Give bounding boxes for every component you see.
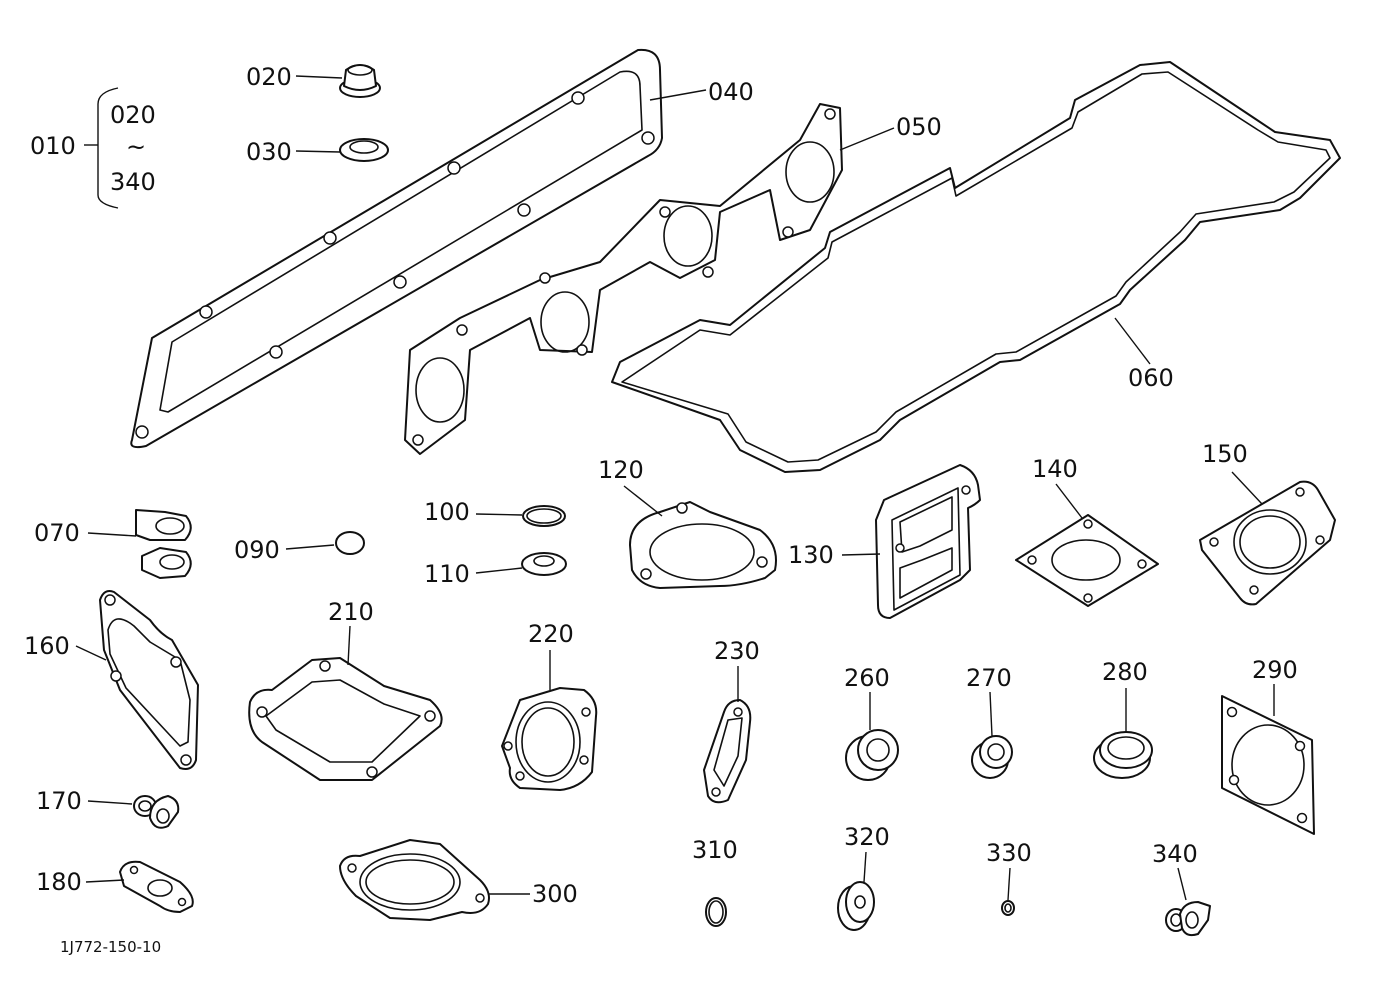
callout-110: 110	[424, 560, 470, 588]
callout-120: 120	[598, 456, 644, 484]
part-140-gasket: 140	[1015, 455, 1159, 607]
part-210-gasket: 210	[248, 598, 443, 781]
callout-050: 050	[896, 113, 942, 141]
callout-010: 010	[30, 132, 76, 160]
callout-290: 290	[1252, 656, 1298, 684]
callout-260: 260	[844, 664, 890, 692]
part-110-washer: 110	[424, 552, 567, 588]
callout-170: 170	[36, 787, 82, 815]
callout-010-from: 020	[110, 101, 156, 129]
callout-300: 300	[532, 880, 578, 908]
part-070-washer-pair: 070	[34, 509, 192, 579]
callout-330: 330	[986, 839, 1032, 867]
callout-160: 160	[24, 632, 70, 660]
callout-220: 220	[528, 620, 574, 648]
callout-030: 030	[246, 138, 292, 166]
part-120-gasket: 120	[598, 456, 777, 589]
part-310-o-ring: 310	[692, 836, 738, 927]
callout-130: 130	[788, 541, 834, 569]
part-320-seal: 320	[837, 823, 890, 931]
part-090-o-ring: 090	[234, 531, 365, 564]
callout-090: 090	[234, 536, 280, 564]
part-160-gasket: 160	[24, 590, 199, 770]
part-280-plug: 280	[1093, 658, 1153, 779]
part-300-gasket: 300	[339, 839, 578, 921]
part-180-gasket: 180	[36, 860, 194, 913]
callout-320: 320	[844, 823, 890, 851]
callout-180: 180	[36, 868, 82, 896]
callout-060: 060	[1128, 364, 1174, 392]
part-330-o-ring: 330	[986, 839, 1032, 916]
callout-230: 230	[714, 637, 760, 665]
figure-code: 1J772-150-10	[60, 938, 161, 956]
part-260-oil-seal: 260	[844, 664, 899, 781]
part-130-gasket: 130	[788, 464, 981, 619]
callout-310: 310	[692, 836, 738, 864]
part-340-seal: 340	[1152, 840, 1211, 937]
part-100-o-ring: 100	[424, 498, 566, 527]
callout-040: 040	[708, 78, 754, 106]
part-060-cover-gasket: 060	[611, 61, 1341, 473]
callout-270: 270	[966, 664, 1012, 692]
part-290-gasket: 290	[1221, 656, 1315, 835]
part-270-oil-seal: 270	[966, 664, 1013, 779]
callout-210: 210	[328, 598, 374, 626]
callout-140: 140	[1032, 455, 1078, 483]
callout-020: 020	[246, 63, 292, 91]
callout-010-to: 340	[110, 168, 156, 196]
callout-280: 280	[1102, 658, 1148, 686]
part-150-gasket: 150	[1199, 440, 1336, 606]
callout-070: 070	[34, 519, 80, 547]
part-010-group: 010 020 ~ 340	[30, 87, 156, 209]
part-040-rocker-gasket: 040	[130, 48, 754, 449]
callout-150: 150	[1202, 440, 1248, 468]
part-030-washer: 030	[246, 138, 389, 166]
part-050-bolt-holes	[412, 108, 836, 446]
part-050-manifold-gasket: 050	[404, 103, 942, 455]
part-230-gasket: 230	[703, 637, 760, 804]
part-020-stem-seal: 020	[246, 63, 381, 98]
callout-340: 340	[1152, 840, 1198, 868]
callout-100: 100	[424, 498, 470, 526]
callout-010-tilde: ~	[126, 133, 146, 161]
part-040-bolt-holes	[135, 91, 655, 439]
part-170-ring-pair: 170	[36, 787, 180, 829]
part-220-gasket: 220	[501, 620, 598, 791]
